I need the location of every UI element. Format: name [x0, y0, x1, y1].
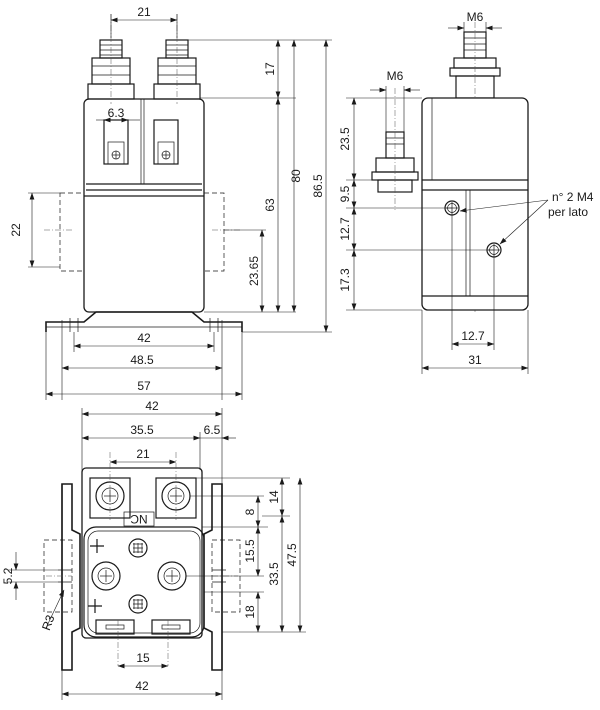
- side-housing: [421, 97, 529, 311]
- top-dim-radius: R3: [39, 613, 58, 633]
- top-dim-overall-width: 42: [145, 399, 159, 413]
- top-dim-bracket-width: 42: [135, 679, 149, 693]
- dim-coil-m6: M6: [387, 69, 404, 83]
- dim-hole-spacing-v: 12.7: [338, 217, 352, 241]
- top-screw-upper: [128, 538, 148, 558]
- top-dim-slot-width: 5.2: [1, 567, 15, 584]
- top-dim-terminal-to-center: 8: [243, 508, 257, 515]
- nc-marking: NC: [130, 512, 148, 526]
- top-screw-lower: [128, 594, 148, 614]
- dim-bracket-slot: 22: [9, 223, 23, 237]
- dim-bottom-section: 17.3: [338, 268, 352, 292]
- plus-marking-lower: [88, 599, 102, 613]
- dim-height-to-studs: 80: [289, 169, 303, 183]
- dim-bracket-width: 48.5: [130, 353, 154, 367]
- dim-hole-spacing-h: 12.7: [461, 329, 485, 343]
- dim-stud-height: 17: [263, 62, 277, 76]
- top-dim-overall-depth: 47.5: [285, 543, 299, 567]
- dim-overall-width: 57: [137, 379, 151, 393]
- top-dim-right-offset: 6.5: [204, 423, 221, 437]
- dim-terminal-spacing: 21: [137, 5, 151, 19]
- dim-tab-width: 6.3: [108, 106, 125, 120]
- dim-body-height: 63: [263, 198, 277, 212]
- top-dim-terminal-spacing: 21: [136, 447, 150, 461]
- top-dim-coil-spacing: 15.5: [243, 539, 257, 563]
- front-view: 21 6.3 22 17 23.65 63 80 86.5: [9, 5, 332, 400]
- dim-overall-height: 86.5: [311, 174, 325, 198]
- top-bracket: [61, 483, 81, 671]
- top-coil-left: [91, 561, 121, 591]
- top-dim-tab-spacing: 15: [136, 651, 150, 665]
- top-tab-left: [95, 619, 135, 635]
- dim-depth: 31: [468, 353, 482, 367]
- dim-top-section: 23.5: [338, 127, 352, 151]
- side-view: M6 M6 23.5 9.5 12.7 17.3 12.7 31: [338, 10, 594, 374]
- top-dim-center-to-bottom: 33.5: [267, 562, 281, 586]
- top-view: NC: [1, 399, 306, 700]
- top-dim-terminal-height: 14: [267, 490, 281, 504]
- plus-marking-upper: [90, 539, 104, 553]
- coil-tab-right: [153, 119, 179, 165]
- hole-note-line1: n° 2 M4: [552, 190, 594, 204]
- dim-mount-hole-height: 23.65: [247, 256, 261, 286]
- hole-note-line2: per lato: [548, 205, 588, 219]
- top-dim-left-to-terminal: 35.5: [130, 423, 154, 437]
- dim-slot-spacing: 42: [137, 331, 151, 345]
- mounting-bracket: [45, 311, 243, 332]
- dim-stud-m6: M6: [467, 10, 484, 24]
- top-tab-right: [151, 619, 191, 635]
- dim-to-first-hole: 9.5: [338, 185, 352, 202]
- top-dim-bottom-section: 18: [243, 605, 257, 619]
